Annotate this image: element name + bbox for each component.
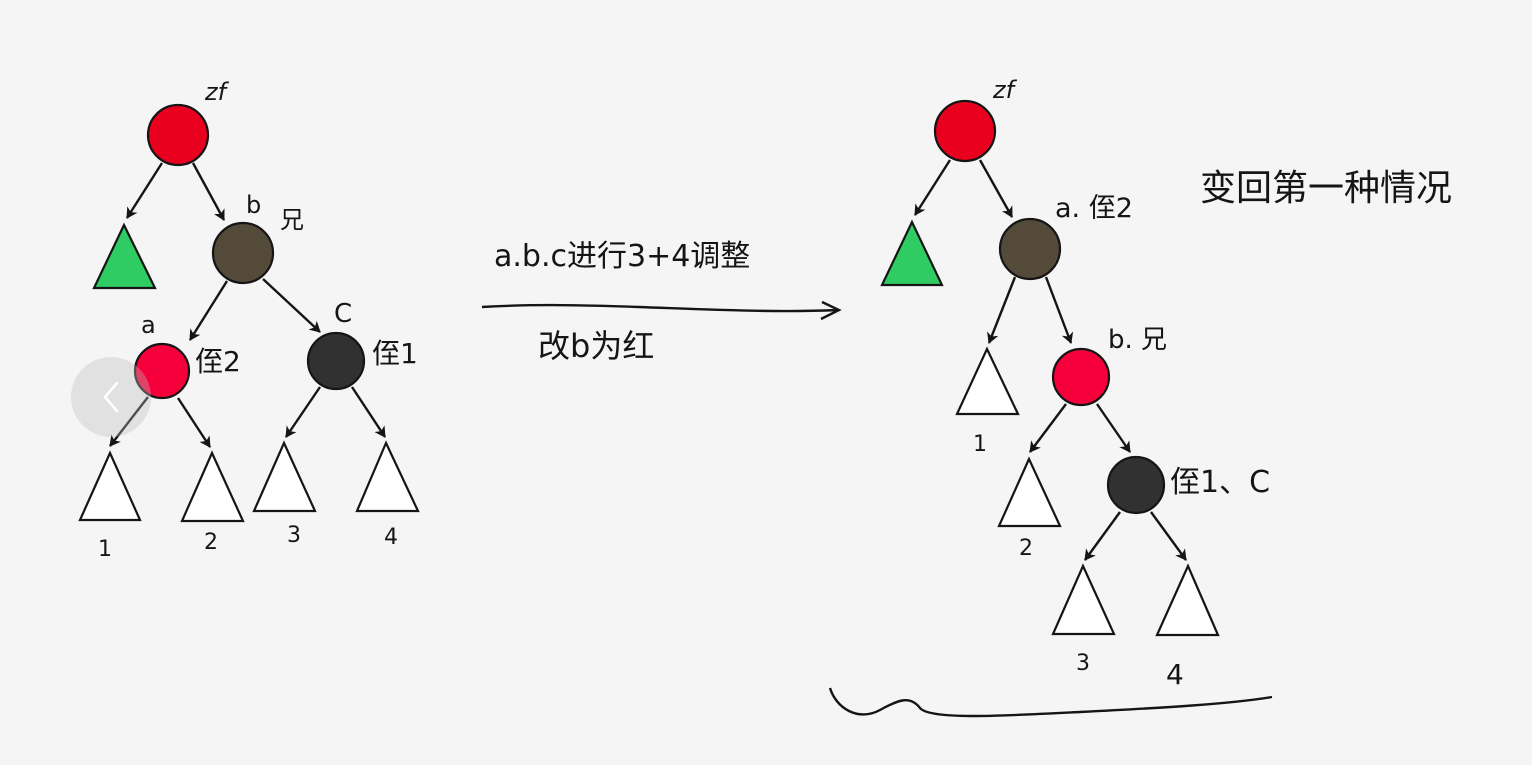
right-subtree-2 xyxy=(997,456,1062,528)
right-grandparent-node xyxy=(933,99,997,163)
right-subtree-4-label: 4 xyxy=(1166,658,1184,691)
chevron-left-icon xyxy=(103,381,119,413)
left-tree: zf b 兄 a 侄2 C 侄1 1 2 3 4 xyxy=(78,78,420,562)
right-node-b xyxy=(1051,347,1111,407)
left-a-label: a xyxy=(141,311,156,339)
right-subtree-2-label: 2 xyxy=(1019,536,1033,561)
right-edge-b-c xyxy=(1096,403,1131,453)
left-edge-b-c xyxy=(262,278,321,333)
right-subtree-4 xyxy=(1155,563,1220,637)
left-edge-b-a xyxy=(188,280,229,341)
right-edge-root-a xyxy=(978,159,1014,218)
right-node-a xyxy=(998,217,1062,281)
left-node-a xyxy=(133,342,191,400)
right-b-note: b. 兄 xyxy=(1108,325,1167,355)
transform-arrow-group: a.b.c进行3+4调整 改b为红 xyxy=(481,239,842,365)
left-a-note: 侄2 xyxy=(195,345,241,378)
left-subtree-3-label: 3 xyxy=(287,523,301,548)
left-subtree-1 xyxy=(78,450,142,522)
left-edge-root-green xyxy=(125,162,164,219)
right-subtree-1-label: 1 xyxy=(973,432,987,457)
right-green-subtree xyxy=(880,219,944,287)
underline-squiggle xyxy=(828,687,1273,718)
left-b-note: 兄 xyxy=(280,206,304,234)
left-grandparent-node xyxy=(146,103,210,167)
left-subtree-3 xyxy=(252,440,317,513)
left-subtree-2 xyxy=(180,450,245,523)
right-a-note: a. 侄2 xyxy=(1055,193,1133,224)
right-edge-b-2 xyxy=(1029,403,1067,453)
left-edge-a-1 xyxy=(109,396,149,447)
right-edge-a-b xyxy=(1044,276,1074,344)
right-subtree-3-label: 3 xyxy=(1076,651,1090,676)
left-b-label: b xyxy=(246,191,261,219)
right-subtree-1 xyxy=(955,346,1020,416)
side-note: 变回第一种情况 xyxy=(1200,168,1452,209)
left-edge-a-2 xyxy=(176,397,212,448)
transform-top-text: a.b.c进行3+4调整 xyxy=(494,239,750,274)
right-edge-a-1 xyxy=(987,276,1017,344)
right-grandparent-label: zf xyxy=(992,76,1018,104)
left-node-b xyxy=(211,221,275,285)
left-grandparent-label: zf xyxy=(204,78,230,106)
transform-bottom-text: 改b为红 xyxy=(538,327,654,365)
right-edge-c-4 xyxy=(1150,511,1187,561)
right-node-c xyxy=(1106,455,1166,515)
transform-arrow-head xyxy=(820,300,842,321)
transform-arrow-line xyxy=(481,303,839,313)
right-tree: zf a. 侄2 b. 兄 侄1、C 1 2 3 4 变回第一种情况 xyxy=(828,76,1452,718)
left-subtree-4 xyxy=(355,440,420,513)
left-c-label: C xyxy=(334,299,352,329)
left-edge-c-3 xyxy=(285,386,321,438)
left-edge-c-4 xyxy=(350,386,387,438)
right-c-note: 侄1、C xyxy=(1170,465,1270,500)
left-edge-root-b xyxy=(191,162,226,221)
right-edge-c-3 xyxy=(1084,511,1121,561)
left-subtree-1-label: 1 xyxy=(98,537,112,562)
left-green-subtree xyxy=(92,222,157,290)
left-subtree-4-label: 4 xyxy=(384,525,398,550)
left-subtree-2-label: 2 xyxy=(204,530,218,555)
back-button[interactable] xyxy=(71,357,151,437)
right-subtree-3 xyxy=(1051,563,1116,636)
right-edge-root-green xyxy=(913,159,952,216)
left-node-c xyxy=(306,331,366,391)
left-c-note: 侄1 xyxy=(372,337,418,370)
